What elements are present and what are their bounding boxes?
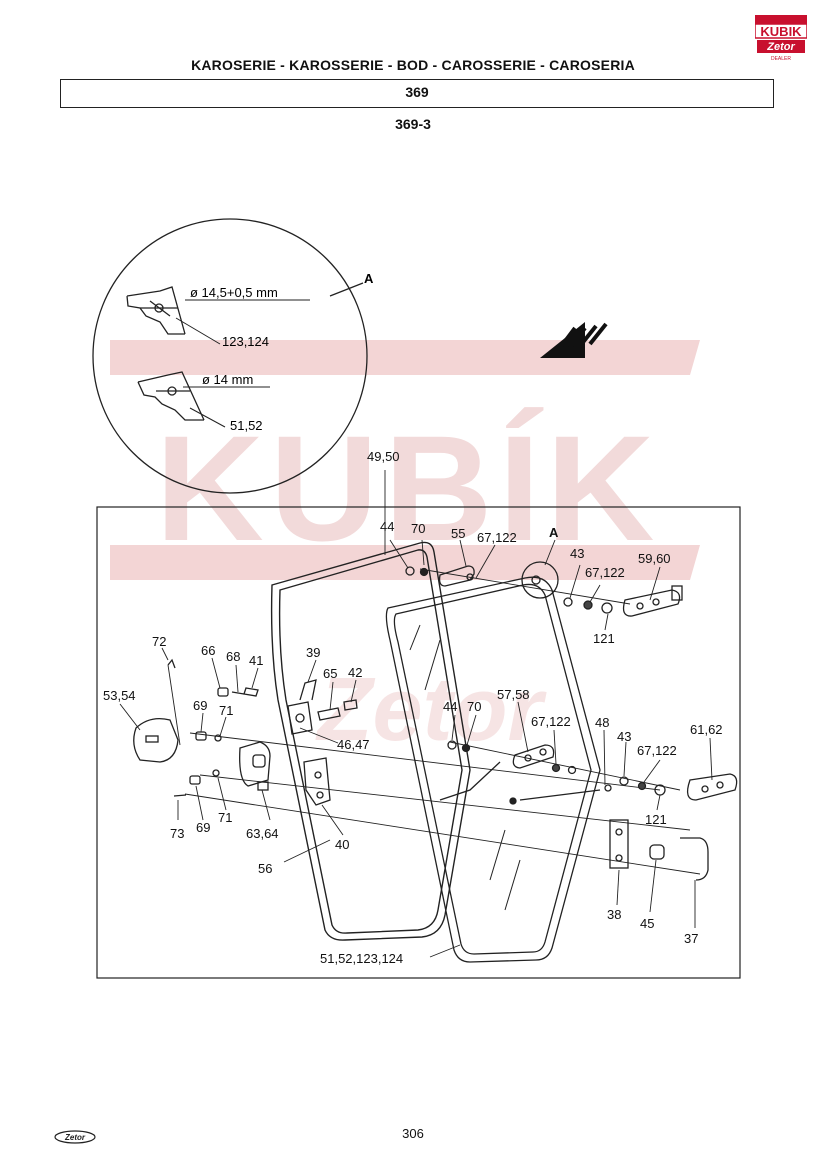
callout-label: 45 (640, 916, 654, 931)
callout-label: 53,54 (103, 688, 136, 703)
callout-label: 67,122 (531, 714, 571, 729)
direction-arrow (540, 322, 608, 358)
sub-group-number: 369-3 (395, 116, 431, 132)
callout-label: 44 (443, 699, 457, 714)
callout-label: 38 (607, 907, 621, 922)
callout-label: 46,47 (337, 737, 370, 752)
callout-label: 55 (451, 526, 465, 541)
callout-label: 49,50 (367, 449, 400, 464)
callout-label: 121 (593, 631, 615, 646)
kubik-watermark: KUBÍK Zetor (110, 340, 700, 760)
detail-marker-a: A (364, 271, 374, 286)
detail-dimension-2: ø 14 mm (202, 372, 253, 387)
callout-label: 41 (249, 653, 263, 668)
logo-dealer-text: DEALER (771, 56, 791, 62)
callout-label: 61,62 (690, 722, 723, 737)
svg-text:KUBÍK: KUBÍK (156, 404, 661, 572)
callout-label: 69 (196, 820, 210, 835)
callout-label: 43 (617, 729, 631, 744)
callout-label: 67,122 (477, 530, 517, 545)
callout-label: 67,122 (585, 565, 625, 580)
door-glass (385, 576, 601, 963)
callout-label: 63,64 (246, 826, 279, 841)
lock-parts (133, 658, 358, 806)
lower-hinge-parts (439, 740, 738, 881)
callout-label: 40 (335, 837, 349, 852)
logo-zetor-text: Zetor (766, 41, 795, 53)
footer-logo-text: Zetor (64, 1133, 86, 1142)
diagram-frame (96, 506, 741, 979)
detail-dimension-1: ø 14,5+0,5 mm (190, 285, 278, 300)
callout-label: 71 (219, 703, 233, 718)
callout-label: 57,58 (497, 687, 530, 702)
group-number: 369 (405, 84, 429, 100)
svg-text:Zetor: Zetor (315, 660, 548, 760)
callout-label: 39 (306, 645, 320, 660)
detail-view-a (92, 218, 368, 494)
callout-label: 73 (170, 826, 184, 841)
callout-labels: 49,50 44 70 55 67,122 A 43 67,122 59,60 … (103, 449, 723, 966)
callout-label: 69 (193, 698, 207, 713)
door-frame (270, 541, 471, 941)
callout-label: 37 (684, 931, 698, 946)
callout-label: 44 (380, 519, 394, 534)
callout-label: 51,52,123,124 (320, 951, 403, 966)
detail-dimension-1-parts: 123,124 (222, 334, 269, 349)
kubik-zetor-logo: KUBIK Zetor DEALER (755, 15, 807, 62)
detail-dimension-2-parts: 51,52 (230, 418, 263, 433)
callout-label: A (549, 525, 559, 540)
callout-label: 59,60 (638, 551, 671, 566)
callout-label: 56 (258, 861, 272, 876)
callout-label: 70 (411, 521, 425, 536)
page-title: KAROSERIE - KAROSSERIE - BOD - CAROSSERI… (191, 57, 635, 73)
callout-label: 121 (645, 812, 667, 827)
callout-label: 71 (218, 810, 232, 825)
top-hinge-parts (405, 561, 683, 617)
callout-label: 43 (570, 546, 584, 561)
page-number: 306 (402, 1126, 424, 1141)
leader-lines (119, 470, 713, 958)
logo-kubik-text: KUBIK (760, 24, 802, 39)
callout-label: 67,122 (637, 743, 677, 758)
callout-label: 65 (323, 666, 337, 681)
group-number-box (60, 79, 774, 108)
callout-label: 70 (467, 699, 481, 714)
callout-label: 66 (201, 643, 215, 658)
callout-label: 72 (152, 634, 166, 649)
callout-label: 48 (595, 715, 609, 730)
zetor-footer-logo: Zetor (54, 1130, 96, 1144)
callout-label: 42 (348, 665, 362, 680)
callout-label: 68 (226, 649, 240, 664)
